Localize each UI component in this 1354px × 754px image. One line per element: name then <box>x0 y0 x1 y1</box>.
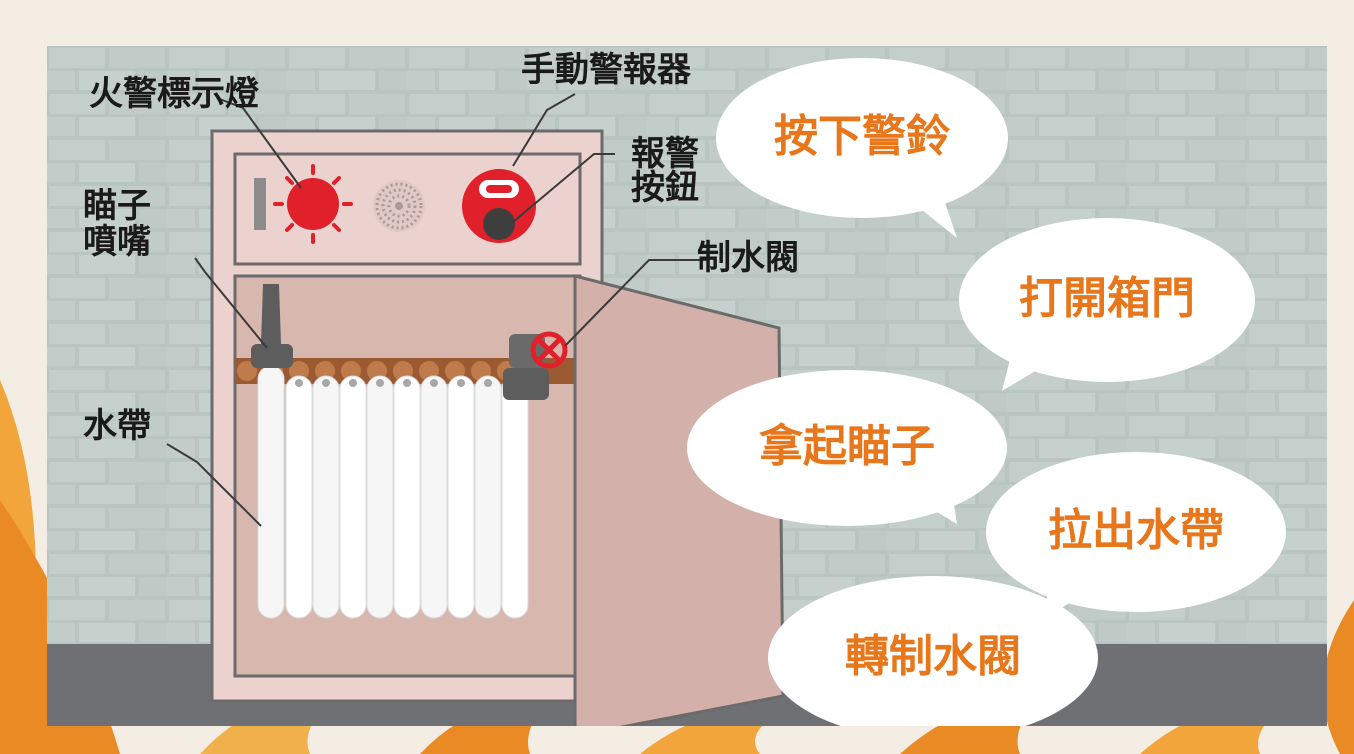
manual-alarm-button <box>462 169 536 243</box>
step-1-press-alarm: 按下警鈴 <box>774 111 950 162</box>
label-alarm-button-line2: 按鈕 <box>631 168 699 208</box>
step-3-take-nozzle: 拿起瞄子 <box>759 421 935 472</box>
fire-indicator-lamp <box>273 164 353 244</box>
label-valve: 制水閥 <box>697 238 799 278</box>
diagram-panel: 火警標示燈 手動警報器 報警 按鈕 瞄子 噴嘴 制水閥 水帶 按下警鈴 打開箱門… <box>47 46 1327 726</box>
fire-hose <box>257 365 529 619</box>
nozzle <box>251 284 293 368</box>
label-nozzle-line1: 瞄子 <box>83 186 151 226</box>
label-hose: 水帶 <box>83 406 151 446</box>
label-fire-indicator: 火警標示燈 <box>89 74 259 114</box>
step-4-pull-hose: 拉出水帶 <box>1048 505 1224 556</box>
speaker-grille <box>373 180 425 232</box>
label-nozzle-line2: 噴嘴 <box>83 222 151 262</box>
speech-bubbles <box>687 58 1286 726</box>
fire-hydrant-cabinet-illustration <box>47 46 1327 726</box>
step-5-turn-valve: 轉制水閥 <box>845 631 1021 682</box>
cabinet-door <box>573 274 785 726</box>
label-manual-alarm: 手動警報器 <box>521 50 691 90</box>
step-2-open-door: 打開箱門 <box>1019 273 1195 324</box>
label-alarm-button-line1: 報警 <box>631 134 699 174</box>
water-valve <box>503 331 568 400</box>
